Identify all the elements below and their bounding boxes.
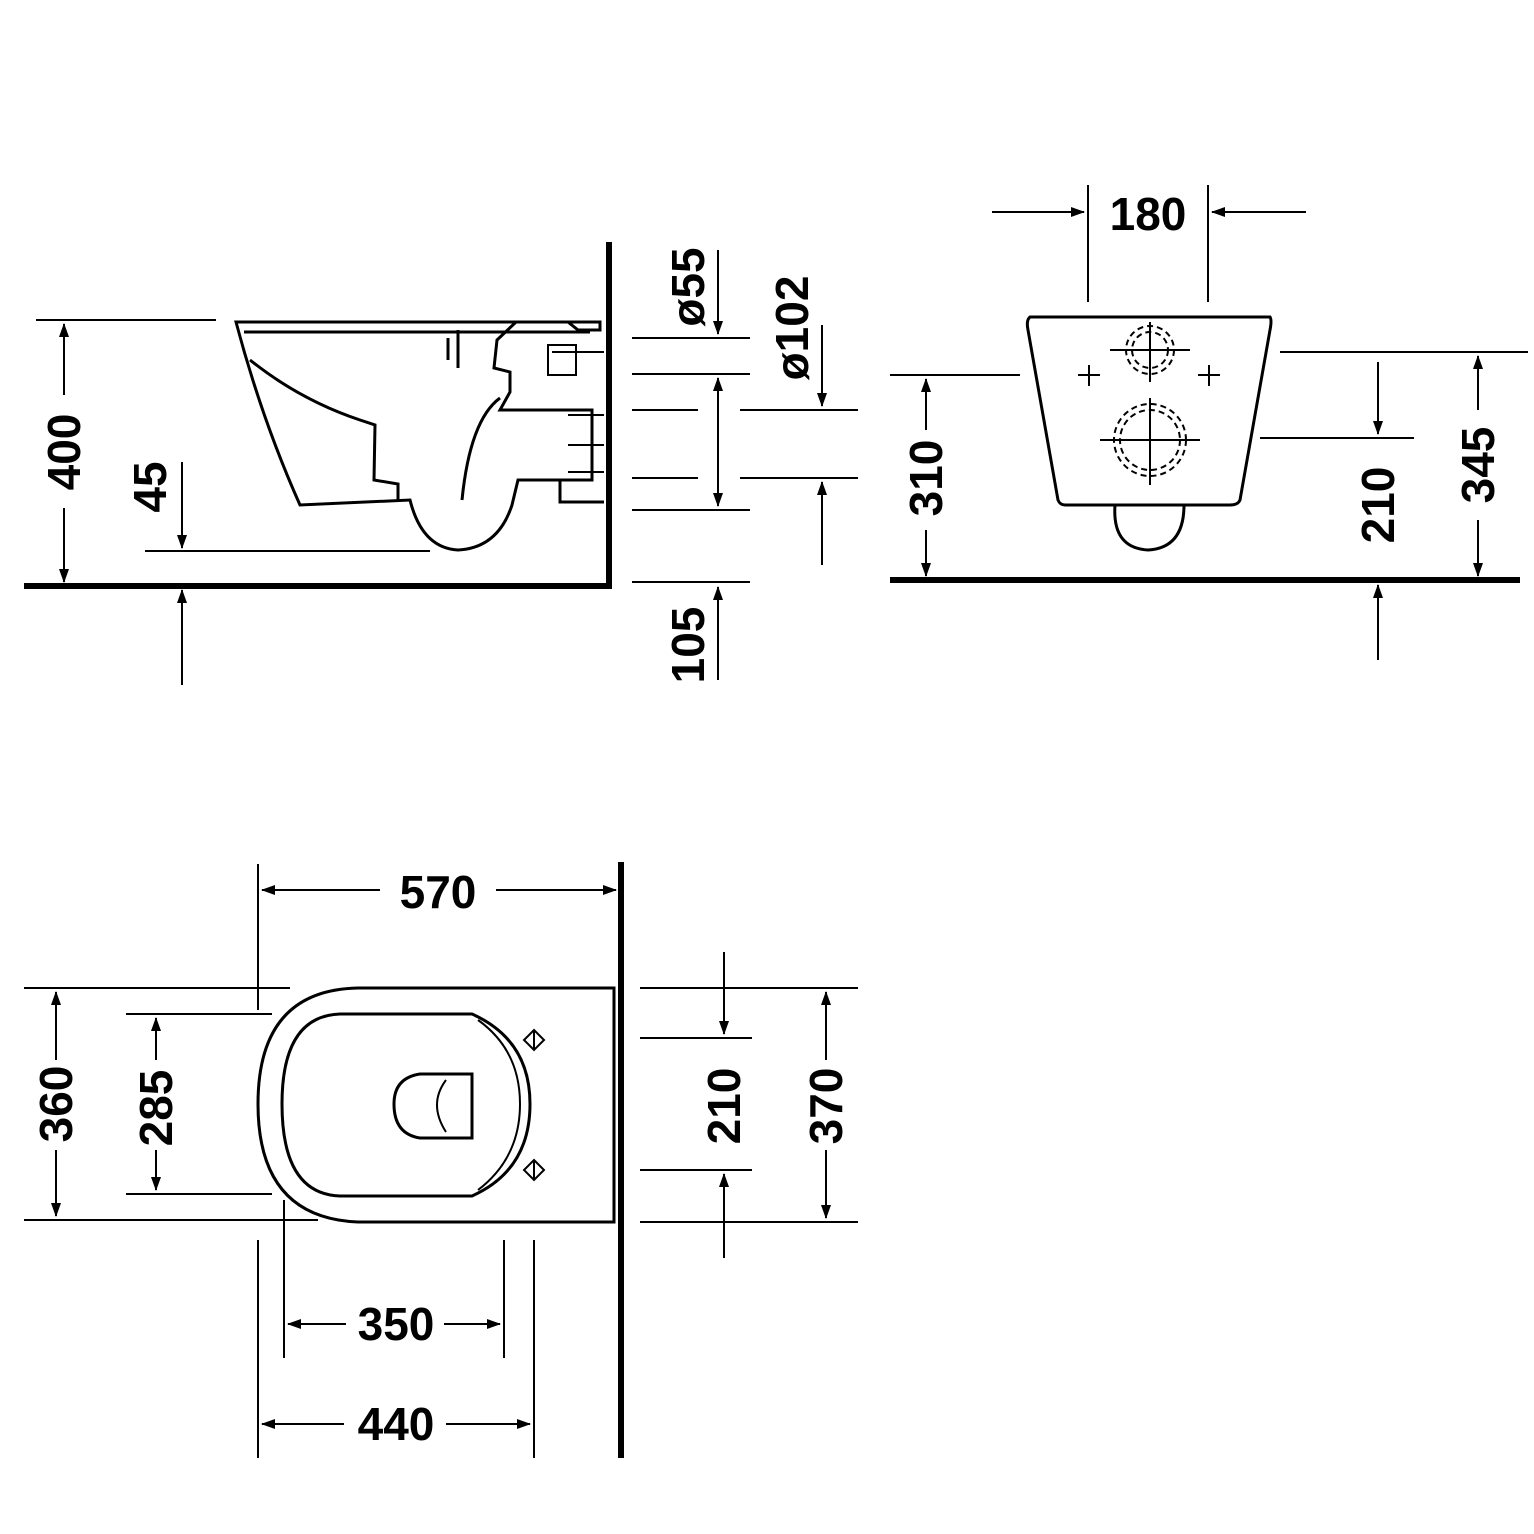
bowl-side-outline xyxy=(234,320,602,552)
trap-curve xyxy=(460,396,501,501)
top-view: 570 360 285 350 440 210 xyxy=(24,862,858,1458)
dim-label-440: 440 xyxy=(358,1398,435,1450)
inlet-detail xyxy=(547,344,604,376)
bowl-top-outline xyxy=(256,986,616,1224)
dim-label-d55: ø55 xyxy=(662,247,714,326)
dim-label-45: 45 xyxy=(124,461,176,512)
dim-label-350: 350 xyxy=(358,1298,435,1350)
seat-hinge-line xyxy=(477,1019,522,1191)
dim-label-105: 105 xyxy=(662,607,714,684)
bowl-front-foot xyxy=(1113,504,1186,552)
side-view: 400 45 ø55 ø102 105 xyxy=(24,242,858,685)
dim-label-d102: ø102 xyxy=(766,276,818,381)
dim-label-210-plan: 210 xyxy=(698,1068,750,1145)
front-view: 180 310 210 345 xyxy=(890,185,1528,660)
dim-label-570: 570 xyxy=(400,866,477,918)
dim-label-370: 370 xyxy=(800,1068,852,1145)
bolt-mark-left xyxy=(1078,365,1100,386)
dim-label-310: 310 xyxy=(900,440,952,517)
outlet-hatch xyxy=(568,414,604,473)
dim-label-210-front: 210 xyxy=(1352,467,1404,544)
seat-top-outline xyxy=(280,1012,532,1198)
outlet-top xyxy=(392,1072,474,1140)
outlet-detail xyxy=(558,480,604,504)
bolt-mark-right xyxy=(1198,365,1220,386)
bowl-inner-curve xyxy=(249,358,400,500)
rim-detail xyxy=(446,330,460,368)
dim-label-180: 180 xyxy=(1110,188,1187,240)
dim-label-360: 360 xyxy=(30,1066,82,1143)
outlet-top-inner xyxy=(436,1079,447,1133)
dim-label-400: 400 xyxy=(38,414,90,491)
bolt-mark-top-upper xyxy=(522,1028,546,1052)
bolt-mark-top-lower xyxy=(522,1158,546,1182)
dim-label-285: 285 xyxy=(130,1070,182,1147)
dim-label-345: 345 xyxy=(1452,427,1504,504)
bowl-front-outline xyxy=(1025,315,1273,507)
